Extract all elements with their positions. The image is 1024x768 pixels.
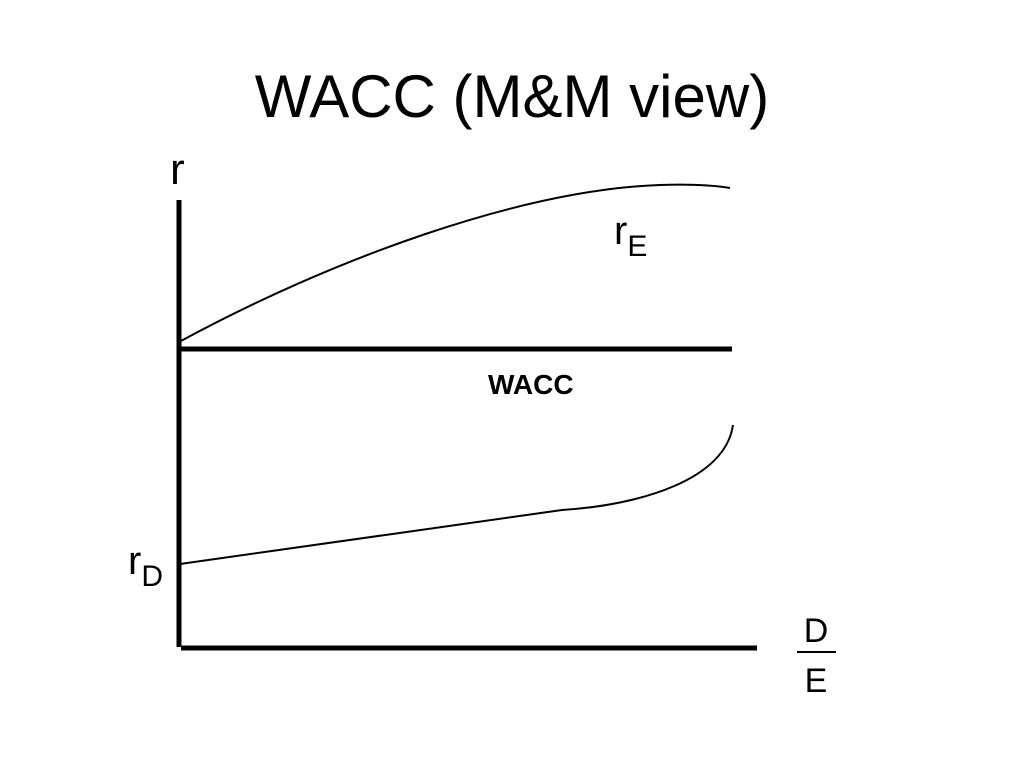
x-axis-label-numerator: D (804, 612, 829, 650)
debt-cost-label: rD (128, 539, 163, 593)
wacc-label: WACC (488, 369, 574, 400)
equity-cost-curve (178, 183, 731, 343)
x-axis-label-denominator: E (805, 662, 828, 700)
slide-title: WACC (M&M view) (254, 63, 770, 130)
y-axis-label: r (170, 145, 185, 194)
equity-cost-subscript: E (627, 230, 647, 263)
debt-cost-curve (179, 424, 734, 565)
debt-cost-symbol: r (128, 539, 141, 583)
equity-cost-label: rE (614, 209, 647, 263)
debt-cost-subscript: D (141, 560, 163, 593)
equity-cost-symbol: r (614, 209, 627, 253)
